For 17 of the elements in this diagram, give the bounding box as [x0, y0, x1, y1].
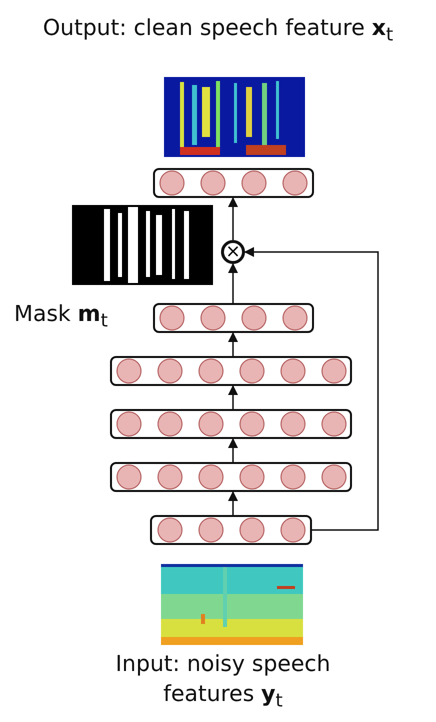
- arrow: [228, 332, 238, 356]
- arrow: [228, 385, 238, 409]
- caption: Input: noisy speech features y$_{t}$: [114, 651, 332, 714]
- layer-box: [110, 409, 352, 439]
- side-label: Mask m$_{t}$: [14, 301, 108, 334]
- arrow: [228, 438, 238, 462]
- layer-box: [153, 303, 314, 333]
- layer-box: [110, 356, 352, 386]
- layer-box: [110, 462, 352, 492]
- arrow: [228, 491, 238, 515]
- title: Output: clean speech feature x$_{t}$: [42, 15, 394, 48]
- arrow: [228, 263, 238, 303]
- arrow: [228, 197, 238, 240]
- arrow: [244, 247, 379, 531]
- layer-box: [150, 515, 312, 545]
- multiply-circle: ×: [221, 240, 245, 264]
- layer-box: [153, 168, 314, 198]
